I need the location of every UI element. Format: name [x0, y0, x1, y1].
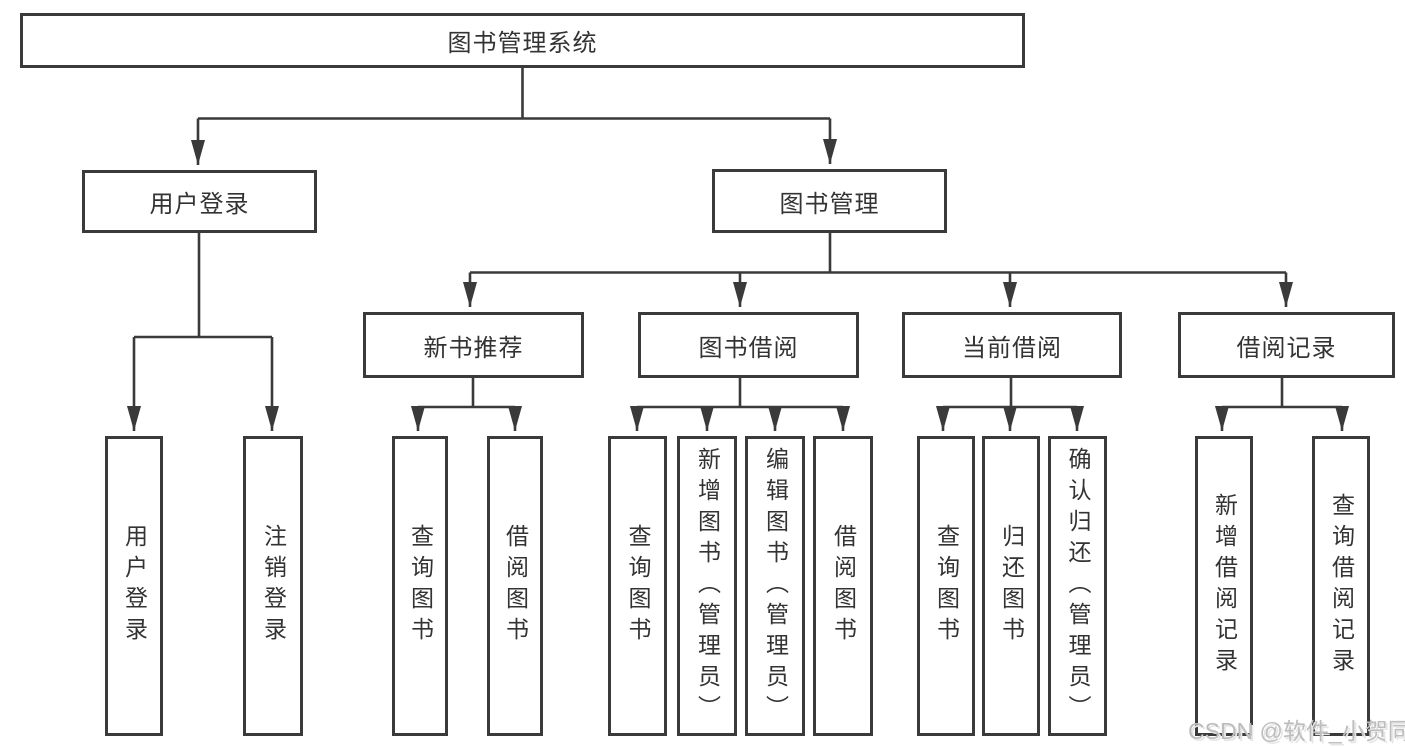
- leaf-label: 归还图书: [998, 524, 1025, 648]
- leaf-label: 查询图书: [625, 524, 651, 648]
- leaf-label: 查询借阅记录: [1328, 493, 1355, 679]
- leaf-label: 借阅图书: [502, 524, 529, 648]
- leaf-edit-books-admin: 编辑图书（管理员）: [745, 436, 805, 736]
- node-current-borrow: 当前借阅: [902, 312, 1122, 378]
- leaf-add-borrow-record: 新增借阅记录: [1195, 436, 1253, 736]
- node-new-book-recommend-label: 新书推荐: [423, 334, 524, 362]
- node-book-borrow-label: 图书借阅: [698, 334, 799, 362]
- leaf-query-books-current: 查询图书: [917, 436, 975, 736]
- leaf-label: 新增图书（管理员）: [694, 446, 721, 726]
- node-user-login: 用户登录: [82, 170, 317, 233]
- leaf-label: 注销登录: [260, 524, 287, 648]
- leaf-label: 编辑图书（管理员）: [762, 446, 789, 726]
- node-root-label: 图书管理系统: [447, 30, 598, 57]
- leaf-confirm-return-admin: 确认归还（管理员）: [1048, 436, 1107, 736]
- leaf-add-books-admin: 新增图书（管理员）: [677, 436, 737, 736]
- node-current-borrow-label: 当前借阅: [962, 334, 1062, 362]
- node-borrow-records-label: 借阅记录: [1236, 334, 1337, 362]
- leaf-label: 确认归还（管理员）: [1065, 446, 1091, 726]
- node-book-management: 图书管理: [712, 169, 947, 233]
- leaf-label: 查询图书: [407, 524, 434, 648]
- node-borrow-records: 借阅记录: [1178, 312, 1395, 378]
- watermark-text: CSDN @软件_小贺同学: [1188, 718, 1405, 744]
- leaf-logout: 注销登录: [243, 436, 303, 736]
- leaf-label: 查询图书: [933, 524, 960, 648]
- leaf-label: 用户登录: [121, 524, 148, 648]
- watermark: CSDN @软件_小贺同学: [1188, 712, 1405, 746]
- node-root: 图书管理系统: [20, 13, 1025, 68]
- leaf-borrow-books: 借阅图书: [813, 436, 873, 736]
- leaf-user-login: 用户登录: [105, 436, 163, 736]
- node-book-borrow: 图书借阅: [638, 312, 859, 378]
- node-new-book-recommend: 新书推荐: [363, 312, 584, 378]
- leaf-label: 借阅图书: [830, 524, 857, 648]
- node-user-login-label: 用户登录: [149, 191, 250, 218]
- leaf-query-borrow-record: 查询借阅记录: [1312, 436, 1370, 736]
- leaf-query-books-recommend: 查询图书: [392, 436, 448, 736]
- leaf-borrow-books-recommend: 借阅图书: [487, 436, 543, 736]
- node-book-management-label: 图书管理: [779, 190, 880, 218]
- leaf-label: 新增借阅记录: [1211, 493, 1238, 679]
- leaf-return-books: 归还图书: [982, 436, 1040, 736]
- leaf-query-books-borrow: 查询图书: [608, 436, 667, 736]
